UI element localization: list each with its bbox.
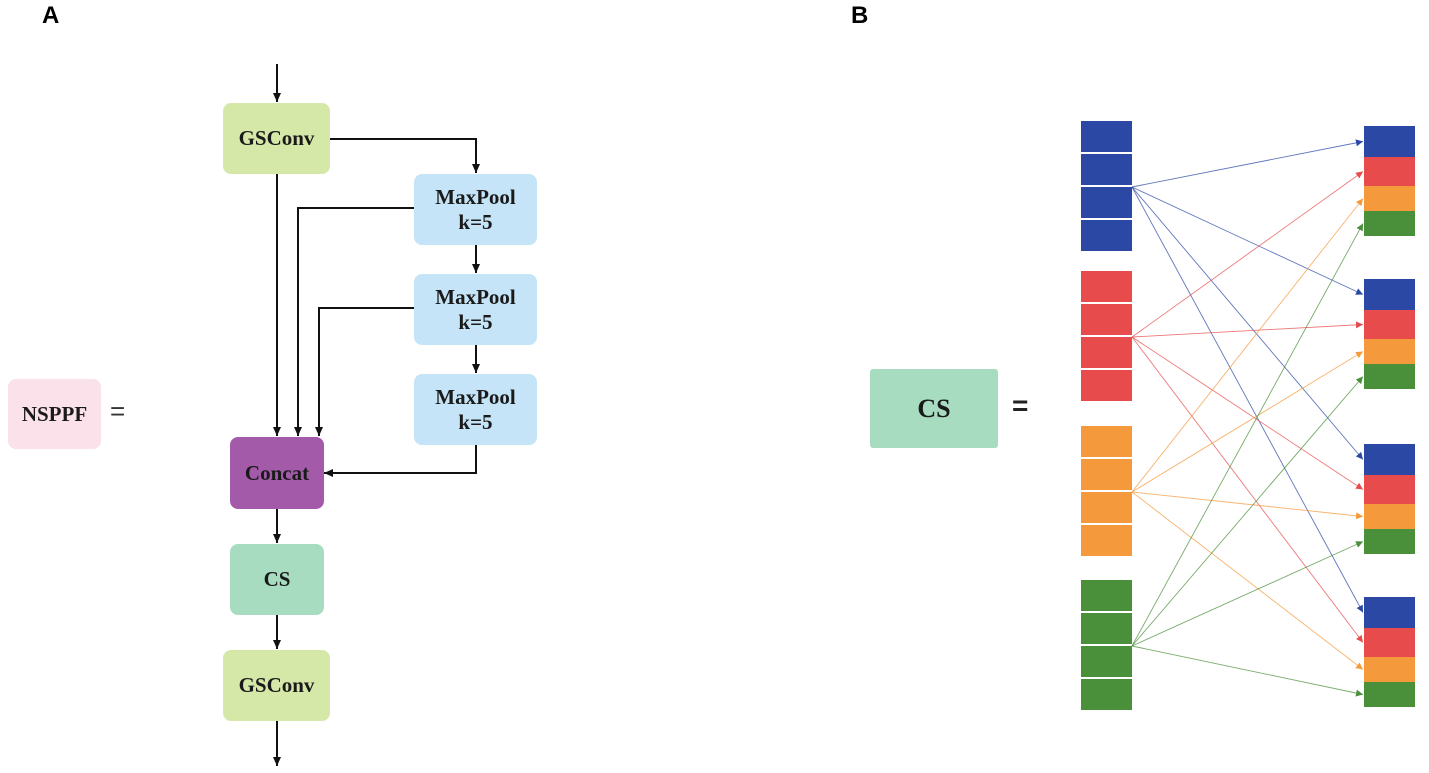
maxpool-3-title: MaxPool bbox=[435, 384, 516, 409]
shuffle-link-green-to-group-3 bbox=[1131, 541, 1364, 647]
shuffle-link-blue-to-group-2 bbox=[1131, 186, 1364, 295]
shuffle-link-green-to-group-2 bbox=[1131, 376, 1364, 647]
input-channel-red-2 bbox=[1081, 304, 1132, 335]
maxpool-1-kernel: k=5 bbox=[458, 209, 493, 234]
shuffle-link-orange-to-group-3 bbox=[1131, 491, 1364, 520]
panel-label-b: B bbox=[851, 2, 869, 29]
output-group-4-blue bbox=[1364, 597, 1415, 628]
output-group-1-orange bbox=[1364, 186, 1415, 211]
nsppf-box: NSPPF bbox=[8, 379, 101, 449]
output-group-1-green bbox=[1364, 211, 1415, 236]
output-group-1-red bbox=[1364, 157, 1415, 186]
maxpool-3-box: MaxPool k=5 bbox=[414, 374, 537, 445]
nsppf-label: NSPPF bbox=[21, 401, 88, 426]
output-group-3-orange bbox=[1364, 504, 1415, 529]
cs-label-a: CS bbox=[263, 567, 291, 591]
gsconv-to-maxpool1-arrow bbox=[330, 138, 480, 173]
output-group-3-red bbox=[1364, 475, 1415, 504]
gsconv-bottom-box: GSConv bbox=[223, 650, 330, 721]
output-group-2-red bbox=[1364, 310, 1415, 339]
maxpool2-to-concat-arrow bbox=[315, 307, 414, 436]
maxpool-2-kernel: k=5 bbox=[458, 309, 493, 334]
input-channel-orange-4 bbox=[1081, 525, 1132, 556]
shuffle-link-blue-to-group-1 bbox=[1131, 139, 1364, 188]
shuffle-link-blue-to-group-3 bbox=[1131, 186, 1364, 460]
shuffle-link-red-to-group-3 bbox=[1131, 336, 1364, 490]
output-group-2-blue bbox=[1364, 279, 1415, 310]
shuffle-link-red-to-group-4 bbox=[1131, 336, 1364, 643]
input-channel-orange-3 bbox=[1081, 492, 1132, 523]
maxpool3-to-concat-arrow bbox=[324, 445, 477, 477]
cs-label-b: CS bbox=[917, 394, 951, 423]
cs-equals: = bbox=[1012, 390, 1029, 421]
gsconv-top-box: GSConv bbox=[223, 103, 330, 174]
input-channel-red-4 bbox=[1081, 370, 1132, 401]
maxpool-2-title: MaxPool bbox=[435, 284, 516, 309]
maxpool-1-box: MaxPool k=5 bbox=[414, 174, 537, 245]
output-group-2-green bbox=[1364, 364, 1415, 389]
cs-box-a: CS bbox=[230, 544, 324, 615]
input-channel-red-1 bbox=[1081, 271, 1132, 302]
maxpool-1-title: MaxPool bbox=[435, 184, 516, 209]
input-channel-orange-1 bbox=[1081, 426, 1132, 457]
input-channel-green-2 bbox=[1081, 613, 1132, 644]
shuffle-link-blue-to-group-4 bbox=[1131, 186, 1364, 613]
shuffle-link-orange-to-group-4 bbox=[1131, 491, 1364, 670]
input-channel-blue-3 bbox=[1081, 187, 1132, 218]
output-group-3-blue bbox=[1364, 444, 1415, 475]
shuffle-link-green-to-group-4 bbox=[1131, 645, 1364, 697]
shuffle-link-orange-to-group-1 bbox=[1131, 198, 1364, 493]
input-channel-blue-1 bbox=[1081, 121, 1132, 152]
gsconv-bottom-label: GSConv bbox=[238, 673, 315, 697]
output-group-2-orange bbox=[1364, 339, 1415, 364]
panel-label-a: A bbox=[42, 2, 60, 29]
concat-box: Concat bbox=[230, 437, 324, 509]
cs-box-b: CS bbox=[870, 369, 998, 448]
shuffle-link-red-to-group-1 bbox=[1131, 171, 1364, 338]
output-group-4-orange bbox=[1364, 657, 1415, 682]
maxpool1-to-concat-arrow bbox=[294, 207, 414, 436]
gsconv-top-label: GSConv bbox=[238, 126, 315, 150]
output-group-4-green bbox=[1364, 682, 1415, 707]
shuffle-link-green-to-group-1 bbox=[1131, 223, 1364, 647]
shuffle-link-red-to-group-2 bbox=[1131, 321, 1364, 338]
input-channel-red-3 bbox=[1081, 337, 1132, 368]
input-channel-blue-2 bbox=[1081, 154, 1132, 185]
input-channel-green-1 bbox=[1081, 580, 1132, 611]
nsppf-equals: = bbox=[110, 396, 126, 426]
shuffle-link-orange-to-group-2 bbox=[1131, 351, 1364, 493]
input-channel-green-3 bbox=[1081, 646, 1132, 677]
output-group-1-blue bbox=[1364, 126, 1415, 157]
output-group-3-green bbox=[1364, 529, 1415, 554]
maxpool-3-kernel: k=5 bbox=[458, 409, 493, 434]
input-channel-orange-2 bbox=[1081, 459, 1132, 490]
input-channel-green-4 bbox=[1081, 679, 1132, 710]
input-channel-blue-4 bbox=[1081, 220, 1132, 251]
output-group-4-red bbox=[1364, 628, 1415, 657]
concat-label: Concat bbox=[244, 460, 310, 485]
maxpool-2-box: MaxPool k=5 bbox=[414, 274, 537, 345]
